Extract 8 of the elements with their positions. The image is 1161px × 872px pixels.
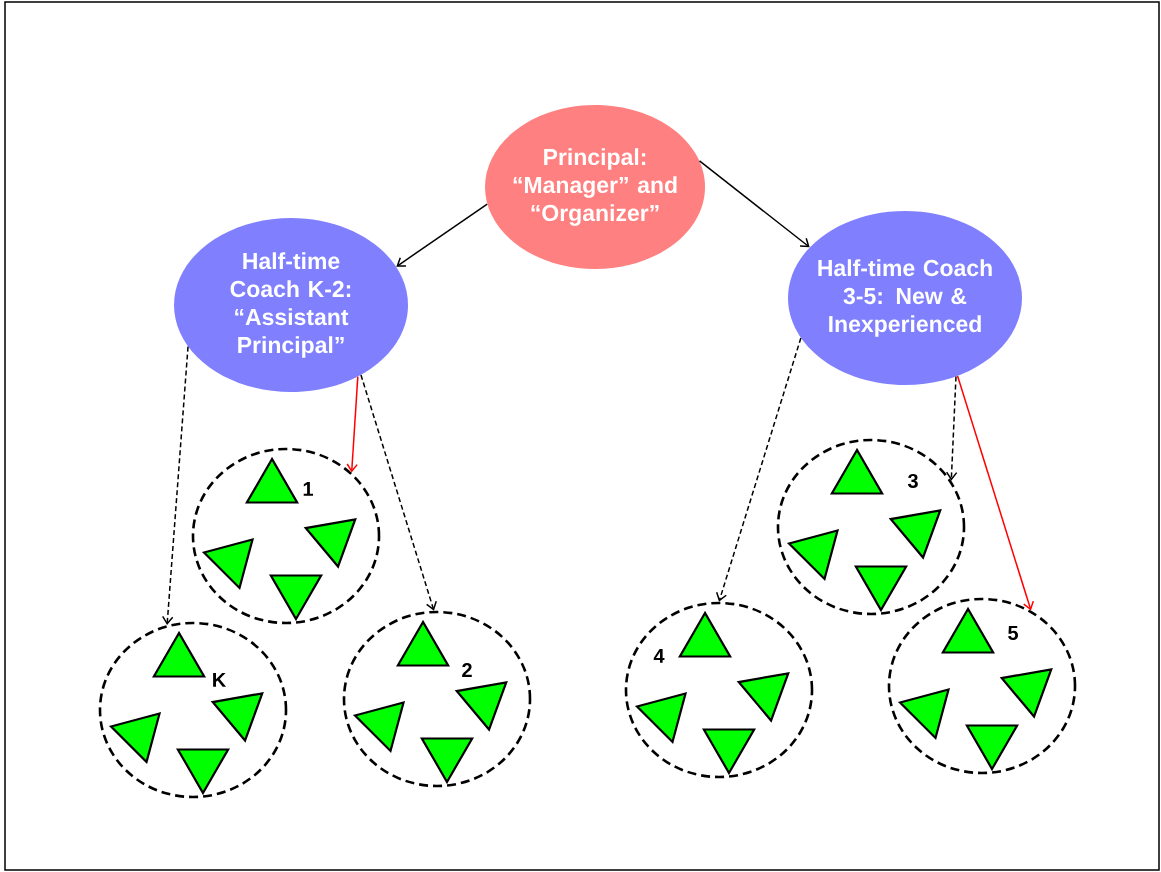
arrow	[161, 345, 189, 626]
arrow	[346, 375, 359, 473]
arrow	[698, 160, 810, 248]
arrow	[945, 375, 958, 481]
arrow	[956, 375, 1035, 611]
arrow	[396, 203, 488, 267]
arrow	[360, 374, 437, 611]
arrow	[715, 337, 802, 602]
